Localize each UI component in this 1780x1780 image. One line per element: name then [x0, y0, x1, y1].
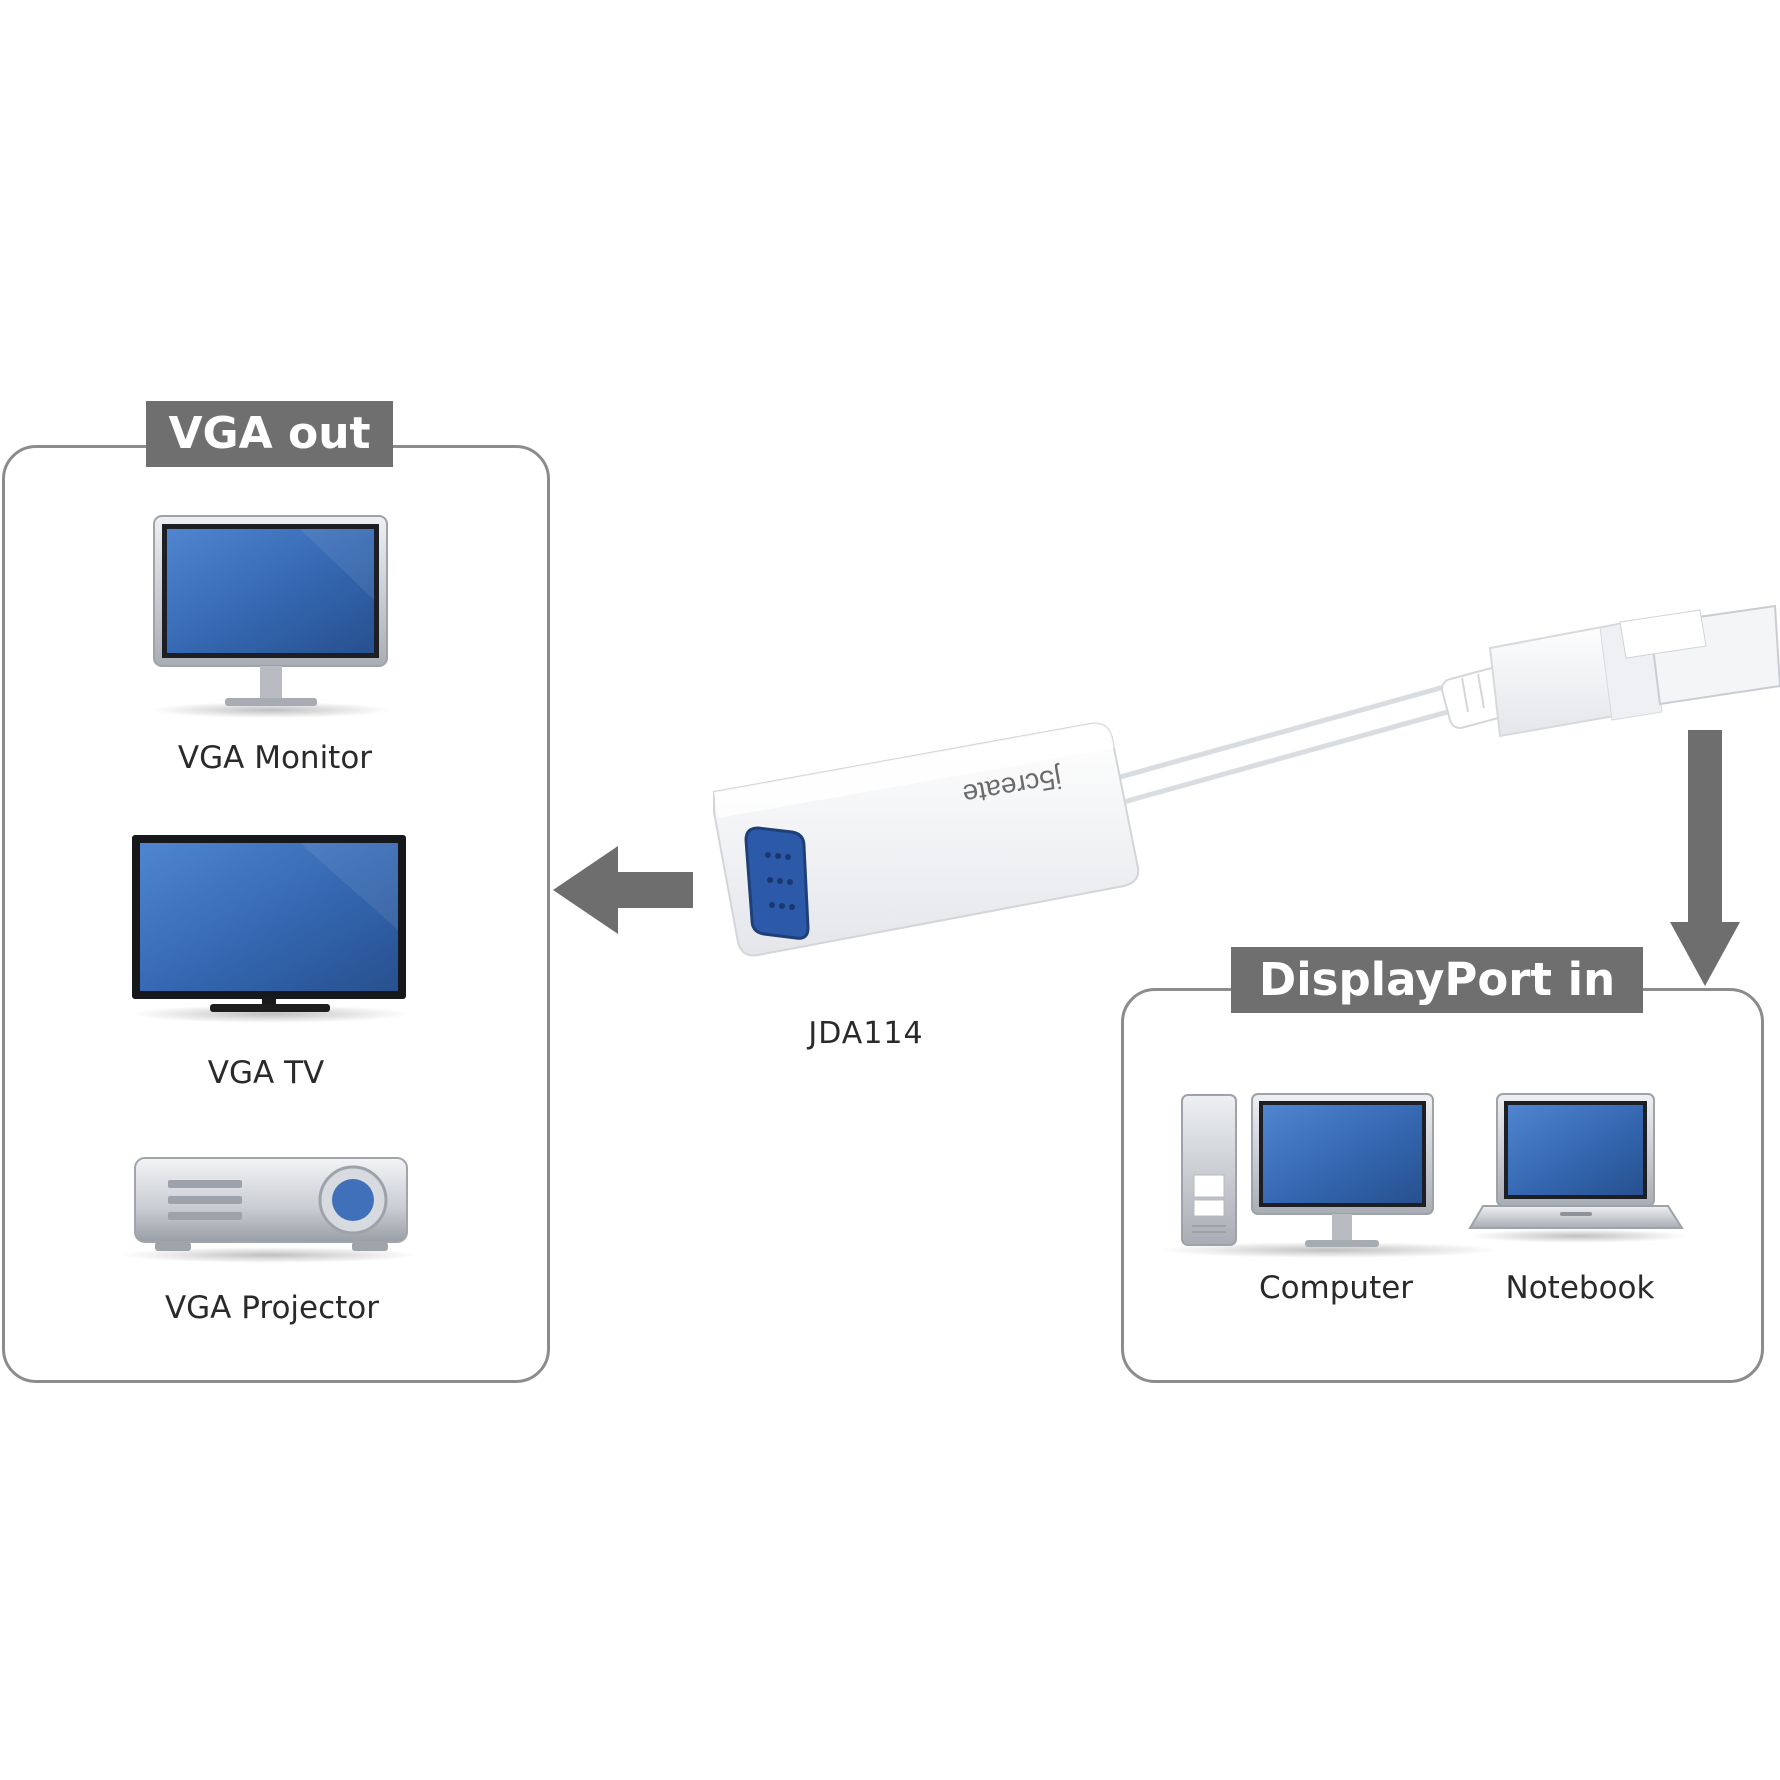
projector-icon: [120, 1157, 420, 1263]
adapter-model-label: JDA114: [808, 1016, 924, 1051]
displayport-in-tag: DisplayPort in: [1231, 947, 1643, 1013]
vga-tv-label: VGA TV: [207, 1055, 325, 1091]
arrow-left-icon: [553, 846, 693, 934]
arrow-down-icon: [1670, 730, 1740, 986]
vga-projector-label: VGA Projector: [164, 1290, 380, 1326]
vga-monitor-label: VGA Monitor: [177, 740, 373, 776]
computer-label: Computer: [1258, 1270, 1414, 1306]
adapter-image: [713, 604, 1780, 957]
monitor-icon: [151, 515, 391, 718]
vga-out-tag: VGA out: [146, 401, 393, 467]
tv-icon: [130, 835, 410, 1023]
notebook-label: Notebook: [1505, 1270, 1655, 1306]
